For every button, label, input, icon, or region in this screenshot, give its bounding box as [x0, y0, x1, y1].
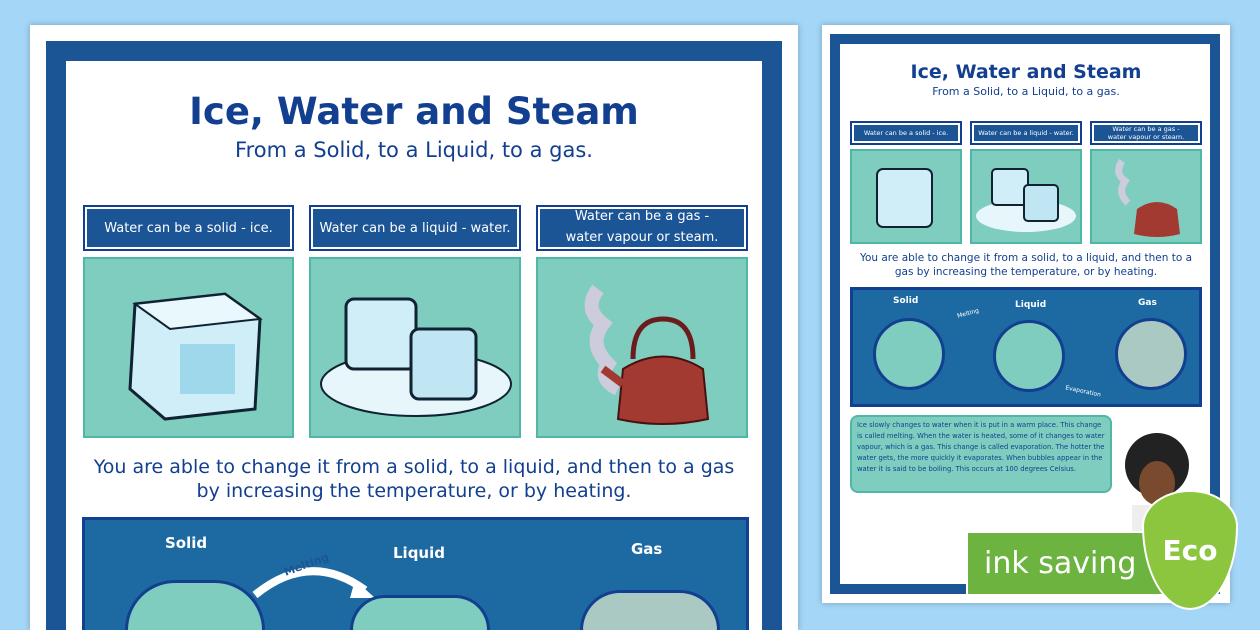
gas-circle — [580, 590, 720, 630]
change-sentence: You are able to change it from a solid, … — [93, 456, 735, 502]
ink-saving-label: ink saving — [984, 546, 1137, 581]
poster-large: Ice, Water and Steam From a Solid, to a … — [30, 25, 798, 630]
small-poster-title: Ice, Water and Steam — [910, 61, 1142, 83]
small-kettle-image — [1090, 149, 1202, 244]
melting-ice-image — [309, 257, 521, 438]
small-melting-ice-image — [970, 149, 1082, 244]
small-states-diagram: Solid Liquid Gas Melting Evaporation — [850, 287, 1202, 407]
state-label-solid: Solid — [165, 534, 208, 552]
card-label-liquid: Water can be a liquid - water. — [309, 205, 521, 251]
small-change-sentence: You are able to change it from a solid, … — [859, 252, 1193, 278]
state-label-gas: Gas — [631, 540, 663, 558]
small-arrow-label-evaporation: Evaporation — [1064, 384, 1102, 399]
state-label-liquid: Liquid — [393, 544, 445, 562]
small-state-label-liquid: Liquid — [1015, 300, 1047, 310]
ice-cube-image — [83, 257, 294, 438]
small-ice-cube-image — [850, 149, 962, 244]
small-state-label-gas: Gas — [1138, 298, 1157, 308]
small-liquid-circle — [993, 320, 1065, 392]
solid-circle — [125, 580, 265, 630]
poster-title: Ice, Water and Steam — [189, 90, 639, 133]
melting-arrow-icon — [252, 567, 375, 599]
card-label-gas: Water can be a gas - water vapour or ste… — [536, 205, 748, 251]
poster-subtitle: From a Solid, to a Liquid, to a gas. — [235, 138, 593, 162]
kettle-steam-image — [536, 257, 748, 438]
eco-label: Eco — [1162, 533, 1218, 567]
states-diagram: Solid Liquid Gas Melting — [82, 517, 749, 630]
card-label-solid: Water can be a solid - ice. — [83, 205, 294, 251]
small-state-label-solid: Solid — [893, 296, 919, 306]
small-gas-circle — [1115, 318, 1187, 390]
explanation-bubble: Ice slowly changes to water when it is p… — [850, 415, 1112, 493]
liquid-circle — [350, 595, 490, 630]
small-arrow-label-melting: Melting — [956, 307, 980, 320]
small-solid-circle — [873, 318, 945, 390]
small-poster-subtitle: From a Solid, to a Liquid, to a gas. — [932, 85, 1120, 98]
small-card-label-gas: Water can be a gas - water vapour or ste… — [1090, 121, 1202, 145]
small-card-label-solid: Water can be a solid - ice. — [850, 121, 962, 145]
small-card-label-liquid: Water can be a liquid - water. — [970, 121, 1082, 145]
